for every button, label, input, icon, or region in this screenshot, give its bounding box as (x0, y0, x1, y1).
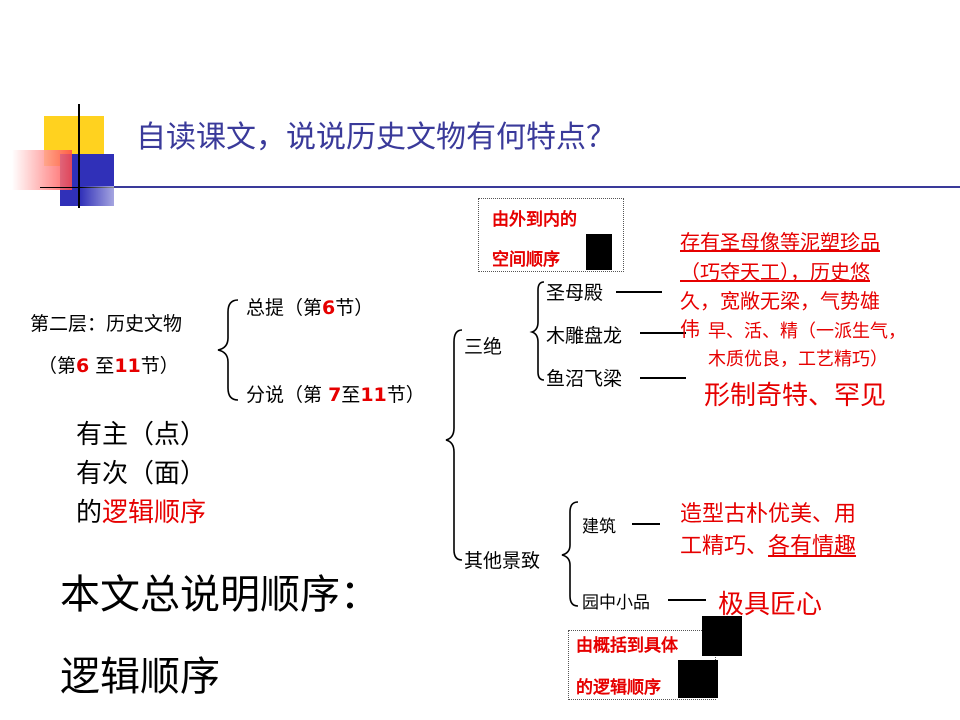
slide-title: 自读课文，说说历史文物有何特点？ (136, 120, 616, 155)
sanjue-item: 圣母殿 (546, 282, 604, 304)
jianzhu-desc-line2: 工精巧、各有情趣 (680, 534, 857, 559)
logical-note-line1: 由概括到具体 (576, 636, 678, 656)
jianzhu-desc-line1: 造型古朴优美、用 (680, 502, 857, 527)
layer-range: （第6 至11节） (38, 355, 179, 377)
order-note-line2: 有次（面） (76, 459, 207, 489)
sanjue-item: 木雕盘龙 (546, 325, 623, 347)
shengmudian-desc-line3: 久，宽敞无梁，气势雄 (680, 289, 880, 313)
spatial-note-line2: 空间顺序 (492, 250, 560, 270)
panlong-desc-line2: 木质优良，工艺精巧） (708, 349, 888, 370)
zongti-label: 总提（第6节） (246, 297, 374, 319)
spatial-order-note (478, 198, 624, 272)
sanjue-item: 鱼沼飞梁 (546, 368, 623, 390)
order-note-line3: 的逻辑顺序 (76, 498, 207, 528)
feiliang-desc: 形制奇特、罕见 (704, 381, 887, 411)
black-marker (702, 616, 742, 656)
sanjue-label: 三绝 (464, 336, 503, 358)
qita-item: 建筑 (582, 517, 616, 537)
qita-item: 园中小品 (582, 593, 650, 613)
summary-line2: 逻辑顺序 (60, 654, 220, 700)
logical-note-line2: 的逻辑顺序 (576, 678, 661, 698)
shengmudian-desc-line4: 伟 (680, 317, 700, 341)
shengmudian-desc-line1: 存有圣母像等泥塑珍品 (680, 230, 880, 254)
black-marker (586, 234, 612, 270)
summary-line1: 本文总说明顺序： (60, 572, 380, 618)
panlong-desc-line1: 早、活、精（一派生气， (708, 321, 906, 342)
order-note-line1: 有主（点） (76, 420, 207, 450)
fenshuo-label: 分说（第 7至11节） (246, 384, 425, 406)
spatial-note-line1: 由外到内的 (492, 210, 577, 230)
layer-label: 第二层：历史文物 (30, 313, 183, 335)
xiaopin-desc: 极具匠心 (718, 590, 823, 620)
black-marker (678, 660, 718, 698)
qita-label: 其他景致 (464, 550, 541, 572)
shengmudian-desc-line2: （巧夺天工），历史悠 (680, 260, 870, 284)
